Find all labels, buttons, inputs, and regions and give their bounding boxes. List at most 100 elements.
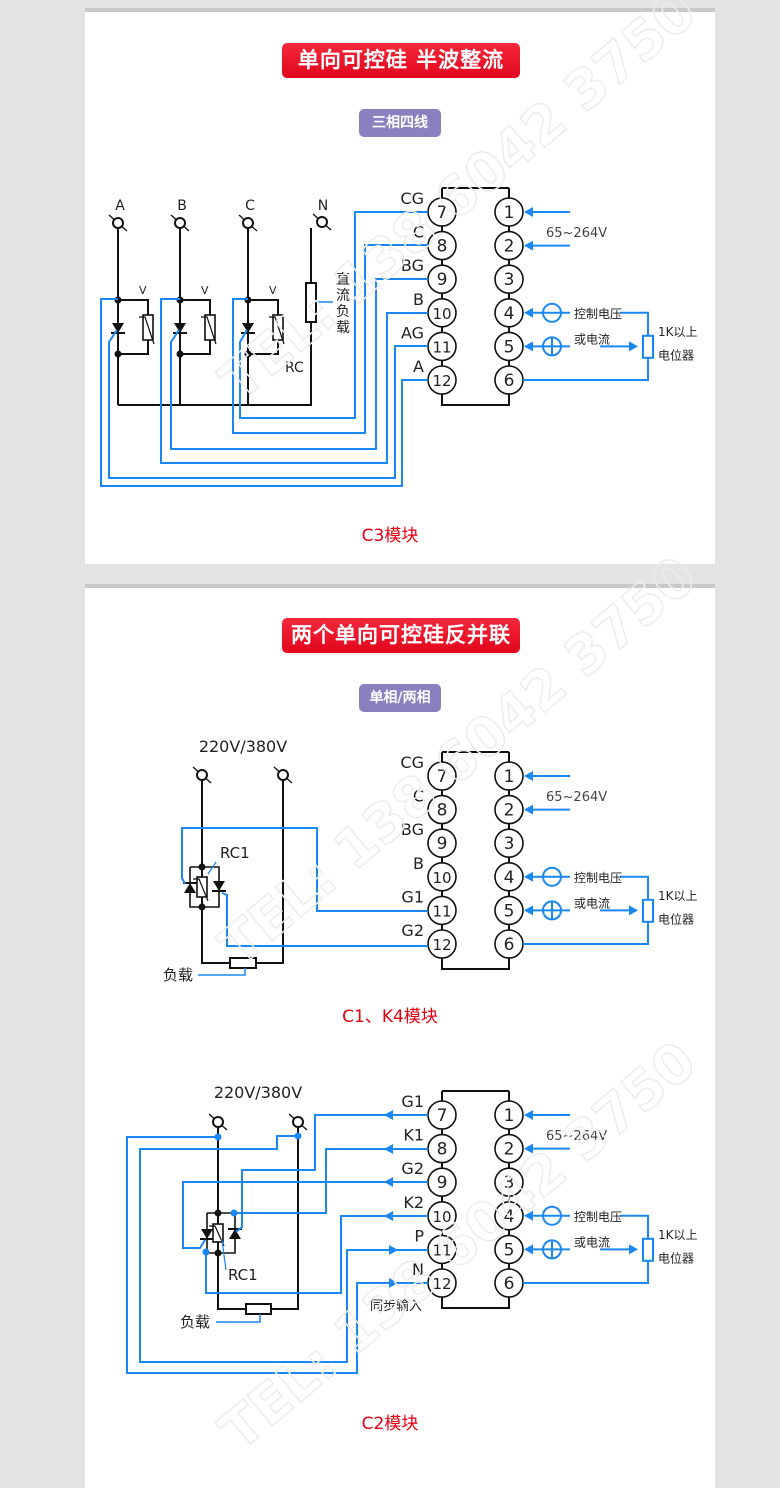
varistor-label: V (201, 284, 209, 297)
terminal-pin-4 (494, 297, 524, 328)
control-voltage-label: 控制电压 (574, 1210, 622, 1224)
varistor-slash (193, 878, 209, 902)
wire-G2 (182, 1181, 428, 1249)
pot-wire-top (620, 311, 649, 336)
wire-N (126, 1136, 428, 1374)
section2-badge: 单相/两相 (359, 684, 441, 712)
varistor-label: V (269, 284, 277, 297)
terminal-label: N (412, 1260, 424, 1279)
terminal-pin-4 (494, 1201, 524, 1231)
arrow-left-icon (524, 341, 533, 352)
junction-dot (198, 863, 206, 871)
terminal-label: B (413, 854, 424, 873)
terminal-pin-5 (494, 331, 524, 362)
pot-label: 电位器 (658, 347, 694, 362)
control-voltage-label: 控制电压 (574, 871, 622, 885)
arrow-left-icon (384, 1110, 393, 1120)
pin-number: 7 (437, 203, 448, 223)
terminal-label: K1 (403, 1126, 424, 1145)
terminal-label: AG (401, 323, 424, 342)
terminal-pin-1 (494, 197, 524, 227)
terminal-pin-10 (427, 861, 457, 892)
line-terminal (277, 769, 289, 781)
pin-number: 7 (437, 1106, 448, 1126)
terminal-label: K2 (403, 1193, 424, 1212)
terminal-label: G1 (401, 887, 424, 906)
thyristor-icon (112, 323, 124, 333)
pin-number: 10 (432, 305, 451, 323)
terminal-pin-2 (494, 794, 524, 825)
arrow-left-icon (524, 1210, 533, 1221)
wire-C (232, 244, 428, 434)
load-resistor-icon (229, 957, 257, 969)
pin-number: 4 (504, 868, 515, 888)
junction-dot (294, 1132, 302, 1140)
pot-label: 电位器 (658, 911, 694, 926)
load-label-char: 载 (336, 320, 350, 336)
arrow-left-icon (384, 1211, 393, 1221)
terminal-pin-12 (427, 929, 457, 959)
pot-wire-bottom (523, 357, 649, 381)
load-label-char: 负 (336, 304, 350, 320)
pin-number: 2 (504, 801, 515, 821)
load-label: 负载 (163, 966, 193, 984)
section1-badge: 三相四线 (359, 109, 441, 137)
rc-branch (118, 340, 149, 355)
line-wire-2 (271, 1127, 299, 1310)
pot-label: 1K以上 (658, 1228, 698, 1242)
junction-dot (202, 1248, 210, 1256)
pot-wire-top (620, 875, 649, 900)
arrow-left-icon (384, 1177, 393, 1187)
section3-caption: C2模块 (361, 1414, 419, 1434)
pin-number: 10 (432, 1208, 451, 1226)
varistor-label: V (139, 284, 147, 297)
section1-caption: C3模块 (361, 526, 419, 546)
pin-number: 8 (437, 1140, 448, 1160)
load-resistor-icon (245, 1303, 272, 1315)
rc-leader (221, 1239, 227, 1271)
pin-number: 7 (437, 767, 448, 787)
wire-G2 (221, 892, 428, 947)
arrow-left-icon (524, 771, 533, 781)
phase-label: B (177, 198, 187, 214)
pin-number: 1 (504, 203, 515, 223)
line-wire-1 (201, 780, 230, 964)
terminal-pin-2 (494, 1133, 524, 1164)
or-current-label: 或电流 (574, 896, 610, 910)
wire-G1 (235, 1114, 428, 1233)
potentiometer-icon (642, 334, 654, 359)
pin-number: 1 (504, 767, 515, 787)
terminal-label: G2 (401, 921, 424, 940)
section2-title: 两个单向可控硅反并联 (282, 618, 520, 653)
supply-voltage-label: 65~264V (546, 1129, 607, 1144)
line-terminal (196, 769, 208, 781)
load-leader (198, 968, 246, 976)
terminal-label: P (414, 1226, 424, 1245)
rc-branch (248, 340, 279, 355)
pot-wire-bottom (523, 921, 649, 945)
varistor-slash (269, 316, 285, 345)
or-current-label: 或电流 (574, 332, 610, 346)
wire-G1 (181, 827, 428, 912)
section2-caption: C1、K4模块 (342, 1007, 438, 1027)
thyristor-icon (174, 323, 186, 333)
line-terminal (292, 1116, 304, 1128)
wire-B (160, 298, 428, 464)
voltage-label: 220V/380V (214, 1083, 302, 1102)
phase-terminal (112, 217, 124, 229)
pin-number: 4 (504, 1207, 515, 1227)
pot-wire-bottom (523, 1260, 649, 1284)
pin-number: 4 (504, 304, 515, 324)
phase-label: C (245, 198, 255, 214)
pin-number: 6 (504, 935, 515, 955)
potentiometer-icon (642, 898, 654, 923)
pin-number: 5 (504, 901, 515, 921)
line-wire-1 (217, 1127, 246, 1310)
pin-number: 11 (432, 902, 451, 920)
phase-terminal (242, 217, 254, 229)
terminal-pin-3 (494, 1167, 524, 1197)
arrow-left-icon (524, 1244, 533, 1255)
terminal-block-body (441, 188, 510, 406)
terminal-label: BG (401, 256, 424, 275)
phase-terminal (174, 217, 186, 229)
